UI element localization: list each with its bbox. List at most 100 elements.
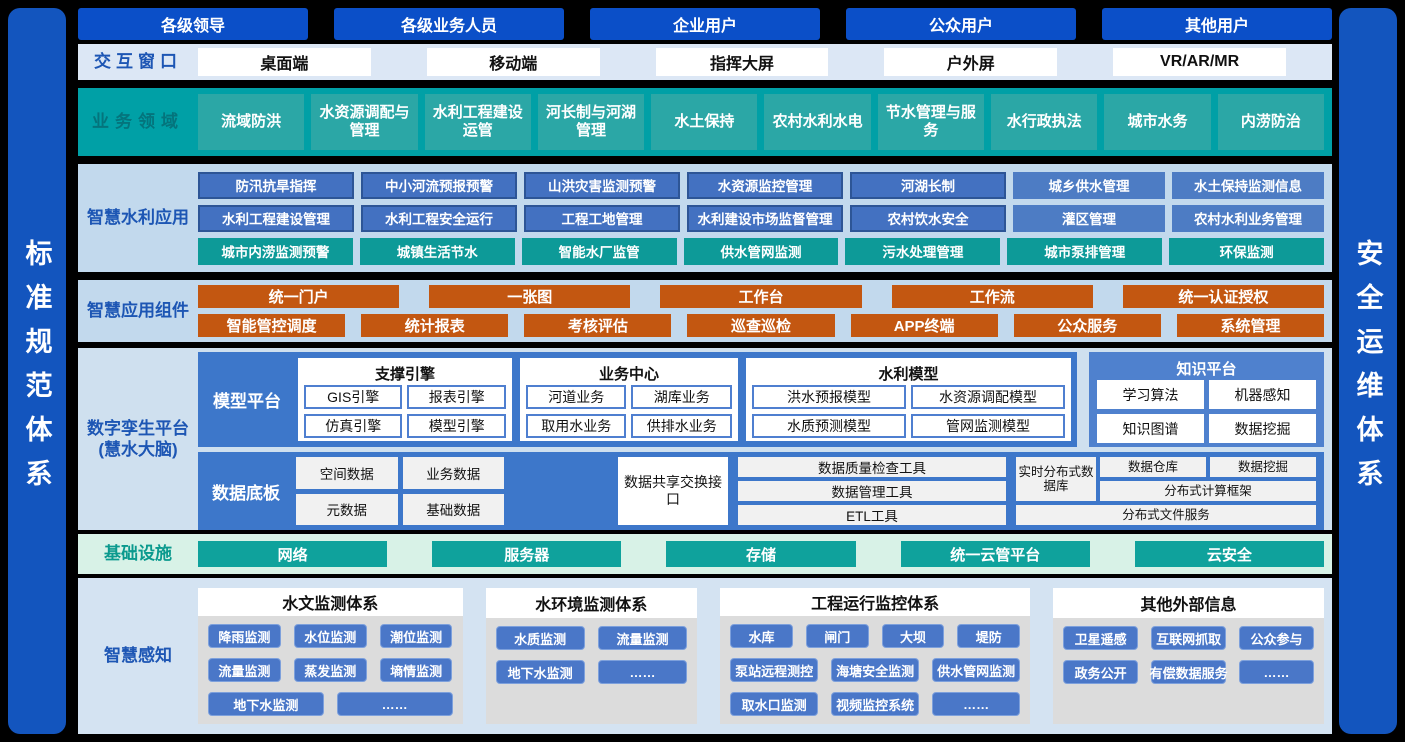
water-model-box: 水质预测模型 (751, 414, 906, 438)
business-box: 节水管理与服务 (877, 94, 985, 150)
user-box: 其他用户 (1102, 8, 1332, 40)
application-box: 农村水利业务管理 (1172, 204, 1324, 232)
business-box: 水土保持 (651, 94, 758, 150)
sensor-box: 流量监测 (597, 626, 688, 650)
components-label: 智慧应用组件 (87, 301, 189, 321)
perception-label: 智慧感知 (104, 646, 172, 666)
data-tool-bar: 数据质量检查工具 (738, 457, 1006, 477)
knowledge-box: 知识图谱 (1097, 414, 1204, 443)
hydrology-row-3: 地下水监测…… (208, 692, 453, 716)
data-cluster-grid: 实时分布式数据库 数据仓库 数据挖掘 分布式计算框架 分布式文件服务 (1016, 457, 1316, 525)
sensor-box: 地下水监测 (495, 660, 585, 684)
business-box: 内涝防治 (1217, 94, 1324, 150)
component-box: 公众服务 (1013, 314, 1161, 337)
user-box: 公众用户 (846, 8, 1076, 40)
engine-box: 仿真引擎 (304, 414, 403, 438)
sensor-box: 水库 (730, 624, 793, 648)
business-center-items: 河道业务湖库业务取用水业务供排水业务 (525, 385, 732, 438)
digital-twin-row: 数字孪生平台(慧水大脑) 模型平台 支撑引擎 GIS引擎报表引擎仿真引擎模型引擎… (78, 348, 1332, 530)
engineering-row-2: 泵站远程测控海塘安全监测供水管网监测 (730, 658, 1021, 682)
sensor-box: 卫星遥感 (1063, 626, 1139, 650)
water-env-row-2: 地下水监测 …… (495, 660, 688, 684)
water-model-items: 洪水预报模型水资源调配模型水质预测模型管网监测模型 (751, 385, 1065, 438)
application-box: 水资源监控管理 (687, 171, 843, 199)
application-box: 山洪灾害监测预警 (524, 171, 680, 199)
data-base-band: 数据底板 空间数据业务数据元数据基础数据 数据共享交换接口 数据质量检查工具数据… (198, 452, 1324, 530)
infrastructure-box: 网络 (198, 541, 388, 567)
business-center-box: 取用水业务 (525, 414, 627, 438)
data-cell: 业务数据 (402, 457, 504, 489)
component-box: APP终端 (850, 314, 998, 337)
engineering-panel-body: 水库闸门大坝堤防 泵站远程测控海塘安全监测供水管网监测 取水口监测视频监控系统…… (720, 616, 1031, 724)
sensor-box: 互联网抓取 (1151, 626, 1227, 650)
hydrology-panel: 水文监测体系 降雨监测水位监测潮位监测 流量监测蒸发监测墒情监测 地下水监测…… (198, 588, 463, 724)
business-box: 水利工程建设运管 (424, 94, 531, 150)
application-box: 污水处理管理 (845, 237, 1001, 265)
applications-label: 智慧水利应用 (87, 208, 189, 228)
right-sidebar-security: 安全运维体系 (1339, 8, 1397, 734)
sensor-box: 闸门 (805, 624, 869, 648)
business-box: 河长制与河湖管理 (537, 94, 645, 150)
knowledge-box: 数据挖掘 (1209, 414, 1316, 443)
business-label: 业务领域 (92, 112, 184, 132)
support-engine-title: 支撑引擎 (374, 365, 435, 383)
user-box: 企业用户 (590, 8, 820, 40)
user-box: 各级领导 (78, 8, 308, 40)
sensor-box: …… (597, 660, 688, 684)
distributed-file-box: 分布式文件服务 (1016, 505, 1316, 525)
application-box: 中小河流预报预警 (361, 171, 517, 199)
sensor-box: 公众参与 (1239, 626, 1314, 650)
hydrology-panel-title: 水文监测体系 (198, 588, 463, 616)
engineering-panel-title: 工程运行监控体系 (720, 588, 1031, 616)
application-box: 城镇生活节水 (359, 237, 515, 265)
distributed-computing-box: 分布式计算框架 (1100, 481, 1316, 501)
data-mining-box: 数据挖掘 (1210, 457, 1316, 477)
right-sidebar-label: 安全运维体系 (1352, 239, 1383, 503)
applications-row-c: 城市内涝监测预警城镇生活节水智能水厂监管供水管网监测污水处理管理城市泵排管理环保… (198, 237, 1325, 265)
application-box: 水利建设市场监督管理 (687, 204, 843, 232)
hydrology-panel-body: 降雨监测水位监测潮位监测 流量监测蒸发监测墒情监测 地下水监测…… (198, 616, 463, 724)
knowledge-box: 学习算法 (1097, 380, 1204, 409)
digital-twin-body: 模型平台 支撑引擎 GIS引擎报表引擎仿真引擎模型引擎 业务中心 河道业务湖库业… (198, 352, 1324, 530)
water-model-box: 水资源调配模型 (910, 385, 1065, 409)
application-box: 城乡供水管理 (1013, 171, 1165, 199)
sensor-box: 政务公开 (1063, 660, 1139, 684)
interaction-box: 桌面端 (198, 48, 371, 76)
water-env-panel: 水环境监测体系 水质监测流量监测 地下水监测…… (485, 588, 698, 724)
applications-row: 智慧水利应用 防汛抗旱指挥中小河流预报预警山洪灾害监测预警水资源监控管理河湖长制… (78, 164, 1332, 272)
knowledge-box: 机器感知 (1209, 380, 1316, 409)
infrastructure-box: 服务器 (432, 541, 622, 567)
data-cell: 空间数据 (296, 457, 398, 489)
external-info-panel-title: 其他外部信息 (1053, 588, 1324, 618)
knowledge-platform-title: 知识平台 (1176, 360, 1237, 378)
component-box: 统一认证授权 (1122, 285, 1325, 308)
digital-twin-label: 数字孪生平台(慧水大脑) (87, 418, 189, 459)
knowledge-platform-items: 学习算法机器感知知识图谱数据挖掘 (1097, 380, 1316, 443)
application-box: 河湖长制 (850, 171, 1006, 199)
water-model-panel: 水利模型 洪水预报模型水资源调配模型水质预测模型管网监测模型 (745, 358, 1071, 441)
sensor-box: 墒情监测 (379, 658, 453, 682)
realtime-db-box: 实时分布式数据库 (1016, 457, 1096, 501)
external-info-row-2: 政务公开有偿数据服务…… (1063, 660, 1314, 684)
sensor-box: 取水口监测 (730, 692, 819, 716)
hydrology-row-1: 降雨监测水位监测潮位监测 (208, 624, 453, 648)
water-model-title: 水利模型 (878, 365, 939, 383)
components-row-1: 统一门户一张图工作台工作流统一认证授权 (198, 285, 1325, 308)
sensor-box: 泵站远程测控 (730, 658, 819, 682)
interaction-label: 交互窗口 (94, 52, 182, 72)
business-box: 农村水利水电 (764, 94, 871, 150)
support-engine-panel: 支撑引擎 GIS引擎报表引擎仿真引擎模型引擎 (298, 358, 512, 441)
interaction-box: VR/AR/MR (1113, 48, 1286, 76)
application-box: 环保监测 (1169, 237, 1325, 265)
data-base-label: 数据底板 (212, 483, 280, 503)
sensor-box: …… (932, 692, 1021, 716)
sensor-box: 蒸发监测 (293, 658, 367, 682)
business-center-panel: 业务中心 河道业务湖库业务取用水业务供排水业务 (519, 358, 738, 441)
infrastructure-box: 云安全 (1134, 541, 1325, 567)
data-tool-bar: 数据管理工具 (738, 481, 1006, 501)
knowledge-platform-panel: 知识平台 学习算法机器感知知识图谱数据挖掘 (1089, 352, 1324, 447)
